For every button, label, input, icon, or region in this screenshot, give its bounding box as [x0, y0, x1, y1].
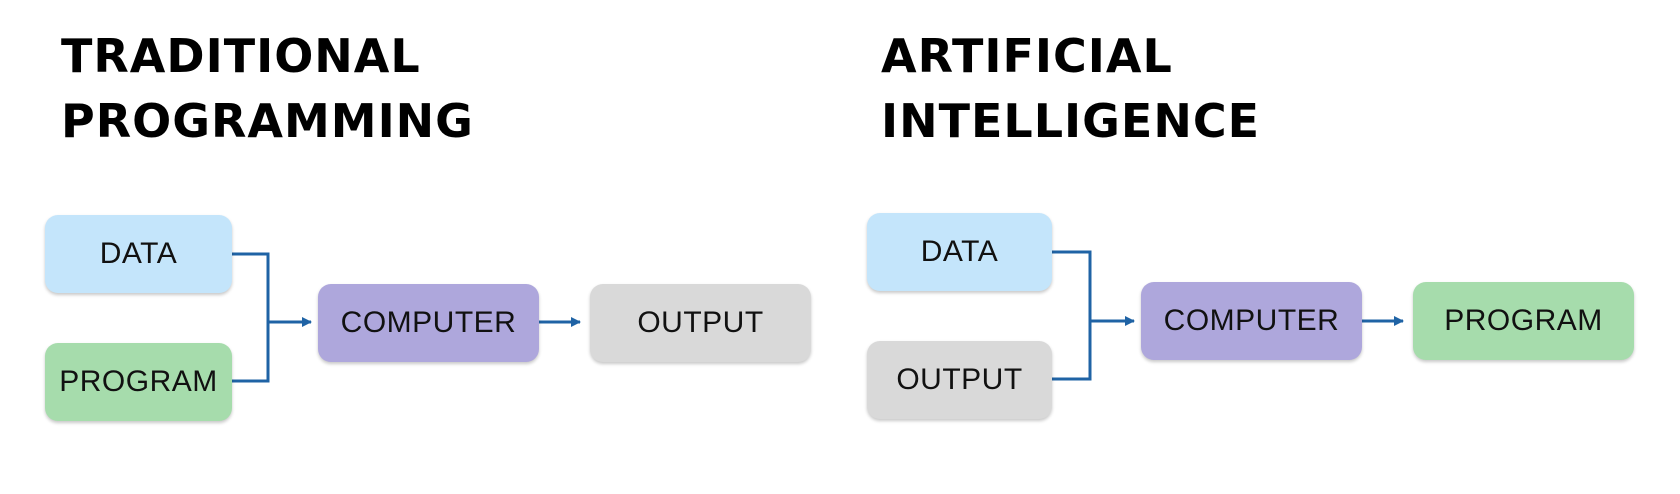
traditional-computer-box: COMPUTER [318, 284, 539, 362]
ai-title-line-1: ARTIFICIAL [881, 29, 1173, 83]
traditional-output-box: OUTPUT [590, 284, 811, 362]
ai-title-line-2: INTELLIGENCE [881, 94, 1261, 148]
ai-program-box: PROGRAM [1413, 282, 1634, 360]
ai-merge-bracket [1052, 250, 1092, 381]
traditional-title-line-2: PROGRAMMING [61, 94, 474, 148]
artificial-intelligence-title: ARTIFICIAL INTELLIGENCE [881, 24, 1260, 154]
traditional-program-box: PROGRAM [45, 343, 232, 421]
ai-computer-box: COMPUTER [1141, 282, 1362, 360]
traditional-programming-title: TRADITIONAL PROGRAMMING [61, 24, 474, 154]
traditional-title-line-1: TRADITIONAL [61, 29, 421, 83]
traditional-merge-bracket [232, 252, 270, 383]
traditional-data-box: DATA [45, 215, 232, 293]
ai-output-box: OUTPUT [867, 341, 1052, 419]
ai-data-box: DATA [867, 213, 1052, 291]
